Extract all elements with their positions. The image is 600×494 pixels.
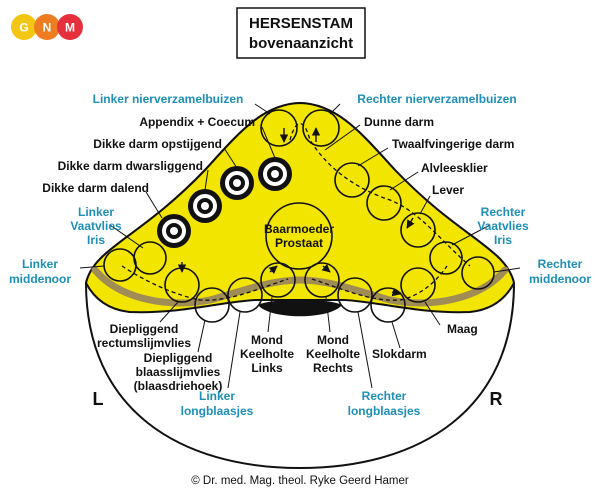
label-linker-vaatvlies-1: Linker [78,205,114,219]
yellow-area [84,101,516,314]
label-twaalfvingerige-darm: Twaalfvingerige darm [392,137,514,151]
label-rechter-vaatvlies-2: Vaatvlies [477,219,529,233]
label-diepliggend-blaas-1: Diepliggend [144,351,213,365]
label-diepliggend-rectum-1: Diepliggend [110,322,179,336]
label-appendix: Appendix + Coecum [139,115,255,129]
label-alvleesklier: Alvleesklier [421,161,488,175]
label-dikke-darm-opstijgend: Dikke darm opstijgend [93,137,222,151]
label-prostaat: Prostaat [275,236,323,250]
circle-maag [400,267,436,303]
target-dwarsliggend [188,189,222,223]
label-mond-rechts-2: Keelholte [306,347,360,361]
title-line-2: bovenaanzicht [249,35,353,52]
circle-lever [400,212,436,248]
title-box: HERSENSTAM bovenaanzicht [236,7,366,59]
label-mond-rechts-1: Mond [317,333,349,347]
circle-linker-nier [260,109,298,147]
label-linker-vaatvlies-3: Iris [87,233,105,247]
label-linker-nierverzamelbuizen: Linker nierverzamelbuizen [93,92,244,106]
side-label-right: R [490,389,503,409]
label-dunne-darm: Dunne darm [364,115,434,129]
leader-lines [79,103,521,389]
label-rechter-nierverzamelbuizen: Rechter nierverzamelbuizen [357,92,516,106]
label-diepliggend-rectum-2: rectumslijmvlies [97,336,191,350]
circle-dunne-darm [334,162,370,198]
label-linker-vaatvlies-2: Vaatvlies [70,219,122,233]
circle-baarmoeder [265,202,333,270]
label-diepliggend-blaas-2: blaasslijmvlies [136,365,221,379]
labels: Linker nierverzamelbuizen Rechter nierve… [9,92,591,418]
circle-blaas [194,287,230,323]
circle-rechter-vaatvlies [429,241,463,275]
label-linker-middenoor-1: Linker [22,257,58,271]
side-label-left: L [93,389,104,409]
circle-linker-long [227,277,263,313]
logo-circle-g [11,14,37,40]
label-linker-middenoor-2: middenoor [9,272,71,286]
dark-base [258,299,342,317]
label-maag: Maag [447,322,478,336]
circle-rechter-middenoor [461,256,495,290]
logo-circle-m [57,14,83,40]
target-opstijgend [220,166,254,200]
circle-mond-links [260,262,296,298]
circle-linker-vaatvlies [133,241,167,275]
label-lever: Lever [432,183,464,197]
organ-circles [103,109,495,323]
circle-mond-rechts [304,262,340,298]
label-mond-rechts-3: Rechts [313,361,353,375]
circle-rechter-long [337,277,373,313]
title-line-1: HERSENSTAM [249,15,353,32]
logo-circle-n [34,14,60,40]
logo-letter-n: N [43,21,52,35]
logo-letter-m: M [65,21,75,35]
copyright-text: © Dr. med. Mag. theol. Ryke Geerd Hamer [191,475,409,487]
dashed-flow-path [121,122,471,301]
label-rechter-longblaasjes-1: Rechter [362,389,407,403]
label-rechter-longblaasjes-2: longblaasjes [348,404,421,418]
label-linker-longblaasjes-1: Linker [199,389,235,403]
label-slokdarm: Slokdarm [372,347,427,361]
brown-band [91,266,509,307]
label-mond-links-2: Keelholte [240,347,294,361]
circle-slokdarm [370,287,406,323]
label-dikke-darm-dwarsliggend: Dikke darm dwarsliggend [58,159,203,173]
label-mond-links-3: Links [251,361,283,375]
flow-arrows [177,127,415,297]
label-linker-longblaasjes-2: longblaasjes [181,404,254,418]
label-rechter-vaatvlies-1: Rechter [481,205,526,219]
target-appendix [258,157,292,191]
label-rechter-middenoor-2: middenoor [529,272,591,286]
brainstem-outline [84,101,516,470]
label-rechter-middenoor-1: Rechter [538,257,583,271]
label-mond-links-1: Mond [251,333,283,347]
label-rechter-vaatvlies-3: Iris [494,233,512,247]
circle-twaalfvinger [366,185,402,221]
target-dalend [157,214,191,248]
label-baarmoeder: Baarmoeder [264,222,334,236]
label-dikke-darm-dalend: Dikke darm dalend [42,181,149,195]
label-diepliggend-blaas-3: (blaasdriehoek) [134,379,223,393]
gnm-logo: G N M [11,14,83,40]
circle-rechter-nier [302,109,340,147]
bullseye-circles [157,157,292,248]
logo-letter-g: G [19,21,28,35]
